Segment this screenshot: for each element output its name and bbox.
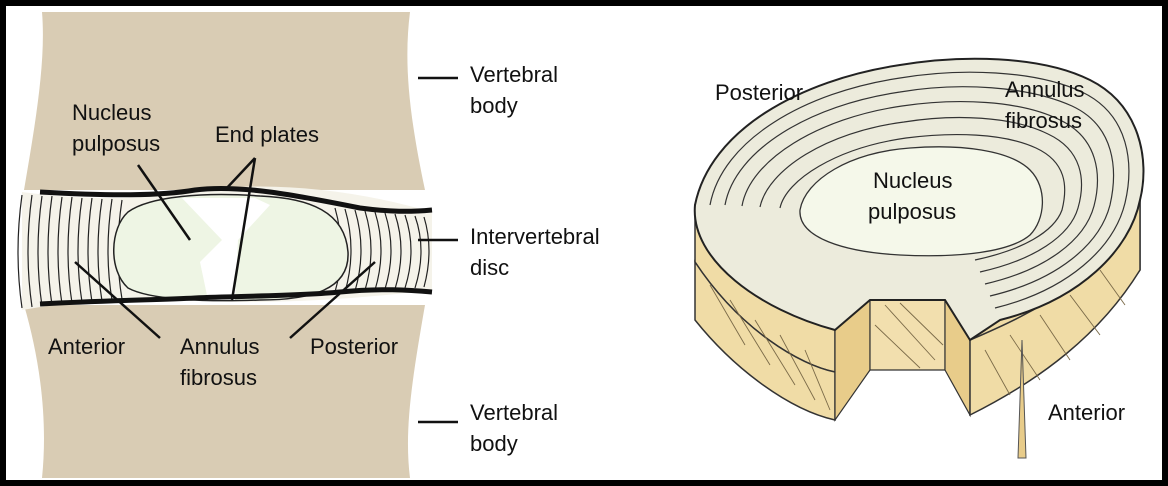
annulus-fibrosus-label-2: fibrosus <box>180 365 257 390</box>
anterior-label-left: Anterior <box>48 334 125 359</box>
intervertebral-disc-label-1: Intervertebral <box>470 224 600 249</box>
annulus-fibrosus-label-1: Annulus <box>180 334 260 359</box>
nucleus-pulposus-label-2: pulposus <box>72 131 160 156</box>
vertebral-body-top-label-1: Vertebral <box>470 62 558 87</box>
vertebral-body-bottom-label-2: body <box>470 431 518 456</box>
lower-vertebral-body <box>24 305 425 478</box>
nucleus-pulposus-label-1: Nucleus <box>72 100 151 125</box>
anterior-label-right: Anterior <box>1048 400 1125 425</box>
posterior-label-left: Posterior <box>310 334 398 359</box>
annulus-fibrosus-right-label-1: Annulus <box>1005 77 1085 102</box>
disc-3d-view: Posterior Annulus fibrosus Nucleus pulpo… <box>695 59 1144 458</box>
intervertebral-disc-label-2: disc <box>470 255 509 280</box>
nucleus-pulposus-right-label-1: Nucleus <box>873 168 952 193</box>
sagittal-section: Vertebral body Nucleus pulposus End plat… <box>18 12 600 478</box>
end-plates-label: End plates <box>215 122 319 147</box>
nucleus-pulposus-right-label-2: pulposus <box>868 199 956 224</box>
vertebral-body-bottom-label-1: Vertebral <box>470 400 558 425</box>
annulus-fibrosus-right-label-2: fibrosus <box>1005 108 1082 133</box>
vertebral-body-top-label-2: body <box>470 93 518 118</box>
posterior-label-right: Posterior <box>715 80 803 105</box>
